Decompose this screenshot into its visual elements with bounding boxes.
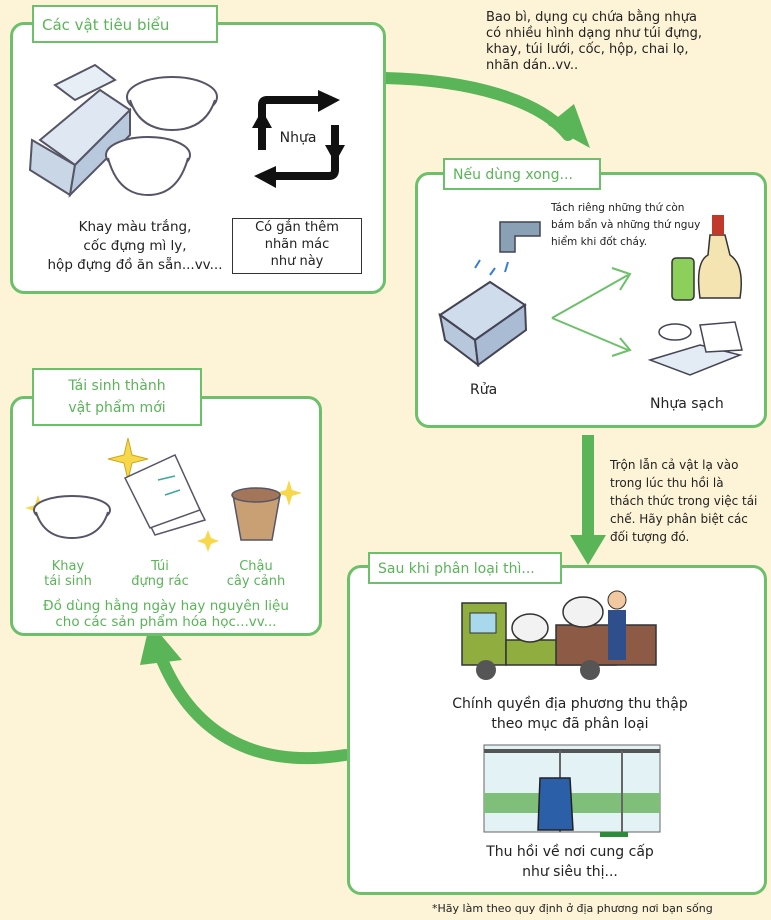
collection-caption: Chính quyền địa phương thu thập theo mục…: [452, 696, 688, 732]
product-trash-bag: Túi đựng rác: [131, 559, 189, 589]
label-note-caption: Có gắn thêm nhãn mác như này: [255, 220, 339, 269]
packaging-note: Bao bì, dụng cụ chứa bằng nhựa có nhiều …: [486, 10, 703, 73]
contamination-note: Trộn lẫn cả vật lạ vào trong lúc thu hồi…: [610, 458, 758, 544]
label-note-box: [232, 218, 362, 274]
after-sorting-tag: Sau khi phân loại thì...: [368, 552, 562, 584]
product-recycled-tray: Khay tái sinh: [44, 559, 92, 589]
product-plant-pot: Chậu cây cảnh: [226, 559, 286, 589]
typical-items-caption: Khay màu trắng, cốc đựng mì ly, hộp đựng…: [47, 219, 223, 273]
clean-plastic-label: Nhựa sạch: [650, 396, 724, 412]
typical-items-tag: Các vật tiêu biểu: [32, 5, 218, 43]
wash-label: Rửa: [470, 382, 498, 398]
regulation-footnote: *Hãy làm theo quy định ở địa phương nơi …: [432, 902, 713, 915]
new-products-summary: Đồ dùng hằng ngày hay nguyên liệu cho cá…: [43, 598, 289, 630]
after-use-tag: Nếu dùng xong...: [443, 158, 601, 190]
new-products-tag: Tái sinh thành vật phẩm mới: [32, 368, 202, 426]
separate-note: Tách riêng những thứ còn bám bẩn và nhữn…: [551, 202, 701, 248]
store-caption: Thu hồi về nơi cung cấp như siêu thị...: [486, 844, 654, 880]
recycle-mark-label: Nhựa: [279, 130, 317, 146]
after-sorting-panel: [347, 565, 767, 895]
